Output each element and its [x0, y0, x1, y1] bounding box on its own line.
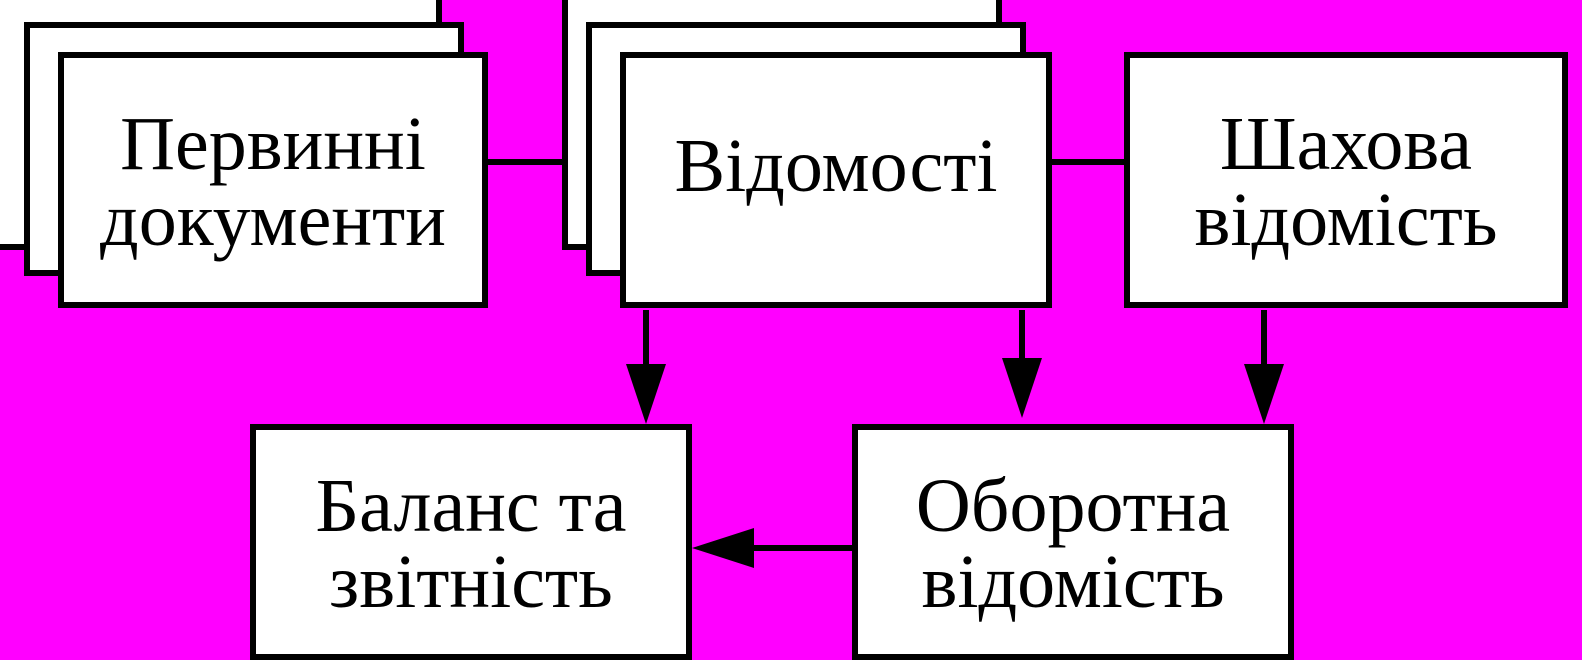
arrow-head-to-balance	[626, 364, 666, 424]
arrow-head-left-to-balance	[692, 528, 754, 568]
statements-line-1: Відомості	[674, 124, 998, 208]
turnover-statement-line-1: Оборотна	[915, 464, 1231, 548]
chess-statement-line-2: відомість	[1194, 178, 1498, 262]
chess-statement-box: Шахова відомість	[1124, 52, 1568, 308]
balance-reporting-label: Баланс та звітність	[256, 430, 686, 654]
primary-docs-line-1: Первинні	[120, 102, 426, 186]
arrow-head-from-chess	[1244, 364, 1284, 424]
turnover-statement-label: Оборотна відомість	[858, 430, 1288, 654]
balance-reporting-line-1: Баланс та	[315, 464, 627, 548]
statements-box: Відомості	[620, 52, 1052, 308]
arrow-head-to-turnover	[1002, 358, 1042, 418]
primary-docs-box: Первинні документи	[58, 52, 488, 308]
balance-reporting-line-2: звітність	[329, 540, 613, 624]
balance-reporting-box: Баланс та звітність	[250, 424, 692, 660]
chess-statement-line-1: Шахова	[1219, 102, 1473, 186]
primary-docs-label: Первинні документи	[64, 58, 482, 302]
chess-statement-label: Шахова відомість	[1130, 58, 1562, 302]
turnover-statement-box: Оборотна відомість	[852, 424, 1294, 660]
statements-label: Відомості	[626, 58, 1046, 270]
turnover-statement-line-2: відомість	[921, 540, 1225, 624]
primary-docs-line-2: документи	[100, 178, 446, 262]
